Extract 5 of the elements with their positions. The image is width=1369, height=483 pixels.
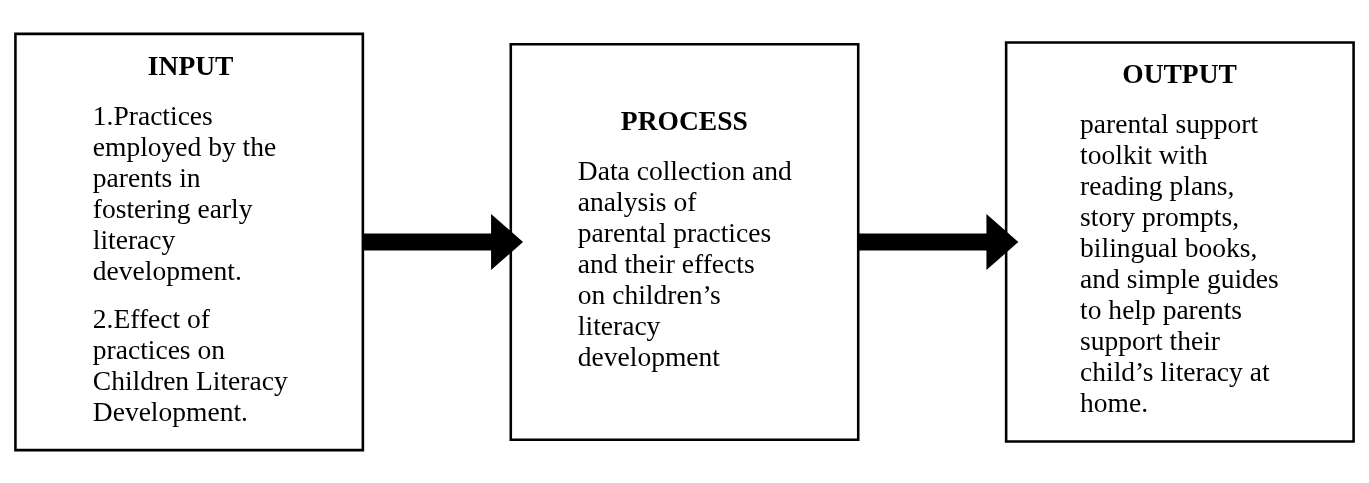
node-box: PROCESS Data collection and analysis of parental practices and their effects on children’s literacy development [509, 42, 860, 441]
node-box: INPUT 1.Practices employed by the parents in fostering early literacy development. 2.Effect of practices on Children Literacy Development. [14, 32, 365, 451]
node-box: OUTPUT parental support toolkit with reading plans, story prompts, bilingual books, and simple guides to help parents support their child’s literacy at home. [1004, 40, 1355, 443]
arrow [858, 213, 1019, 270]
arrow [362, 213, 524, 270]
